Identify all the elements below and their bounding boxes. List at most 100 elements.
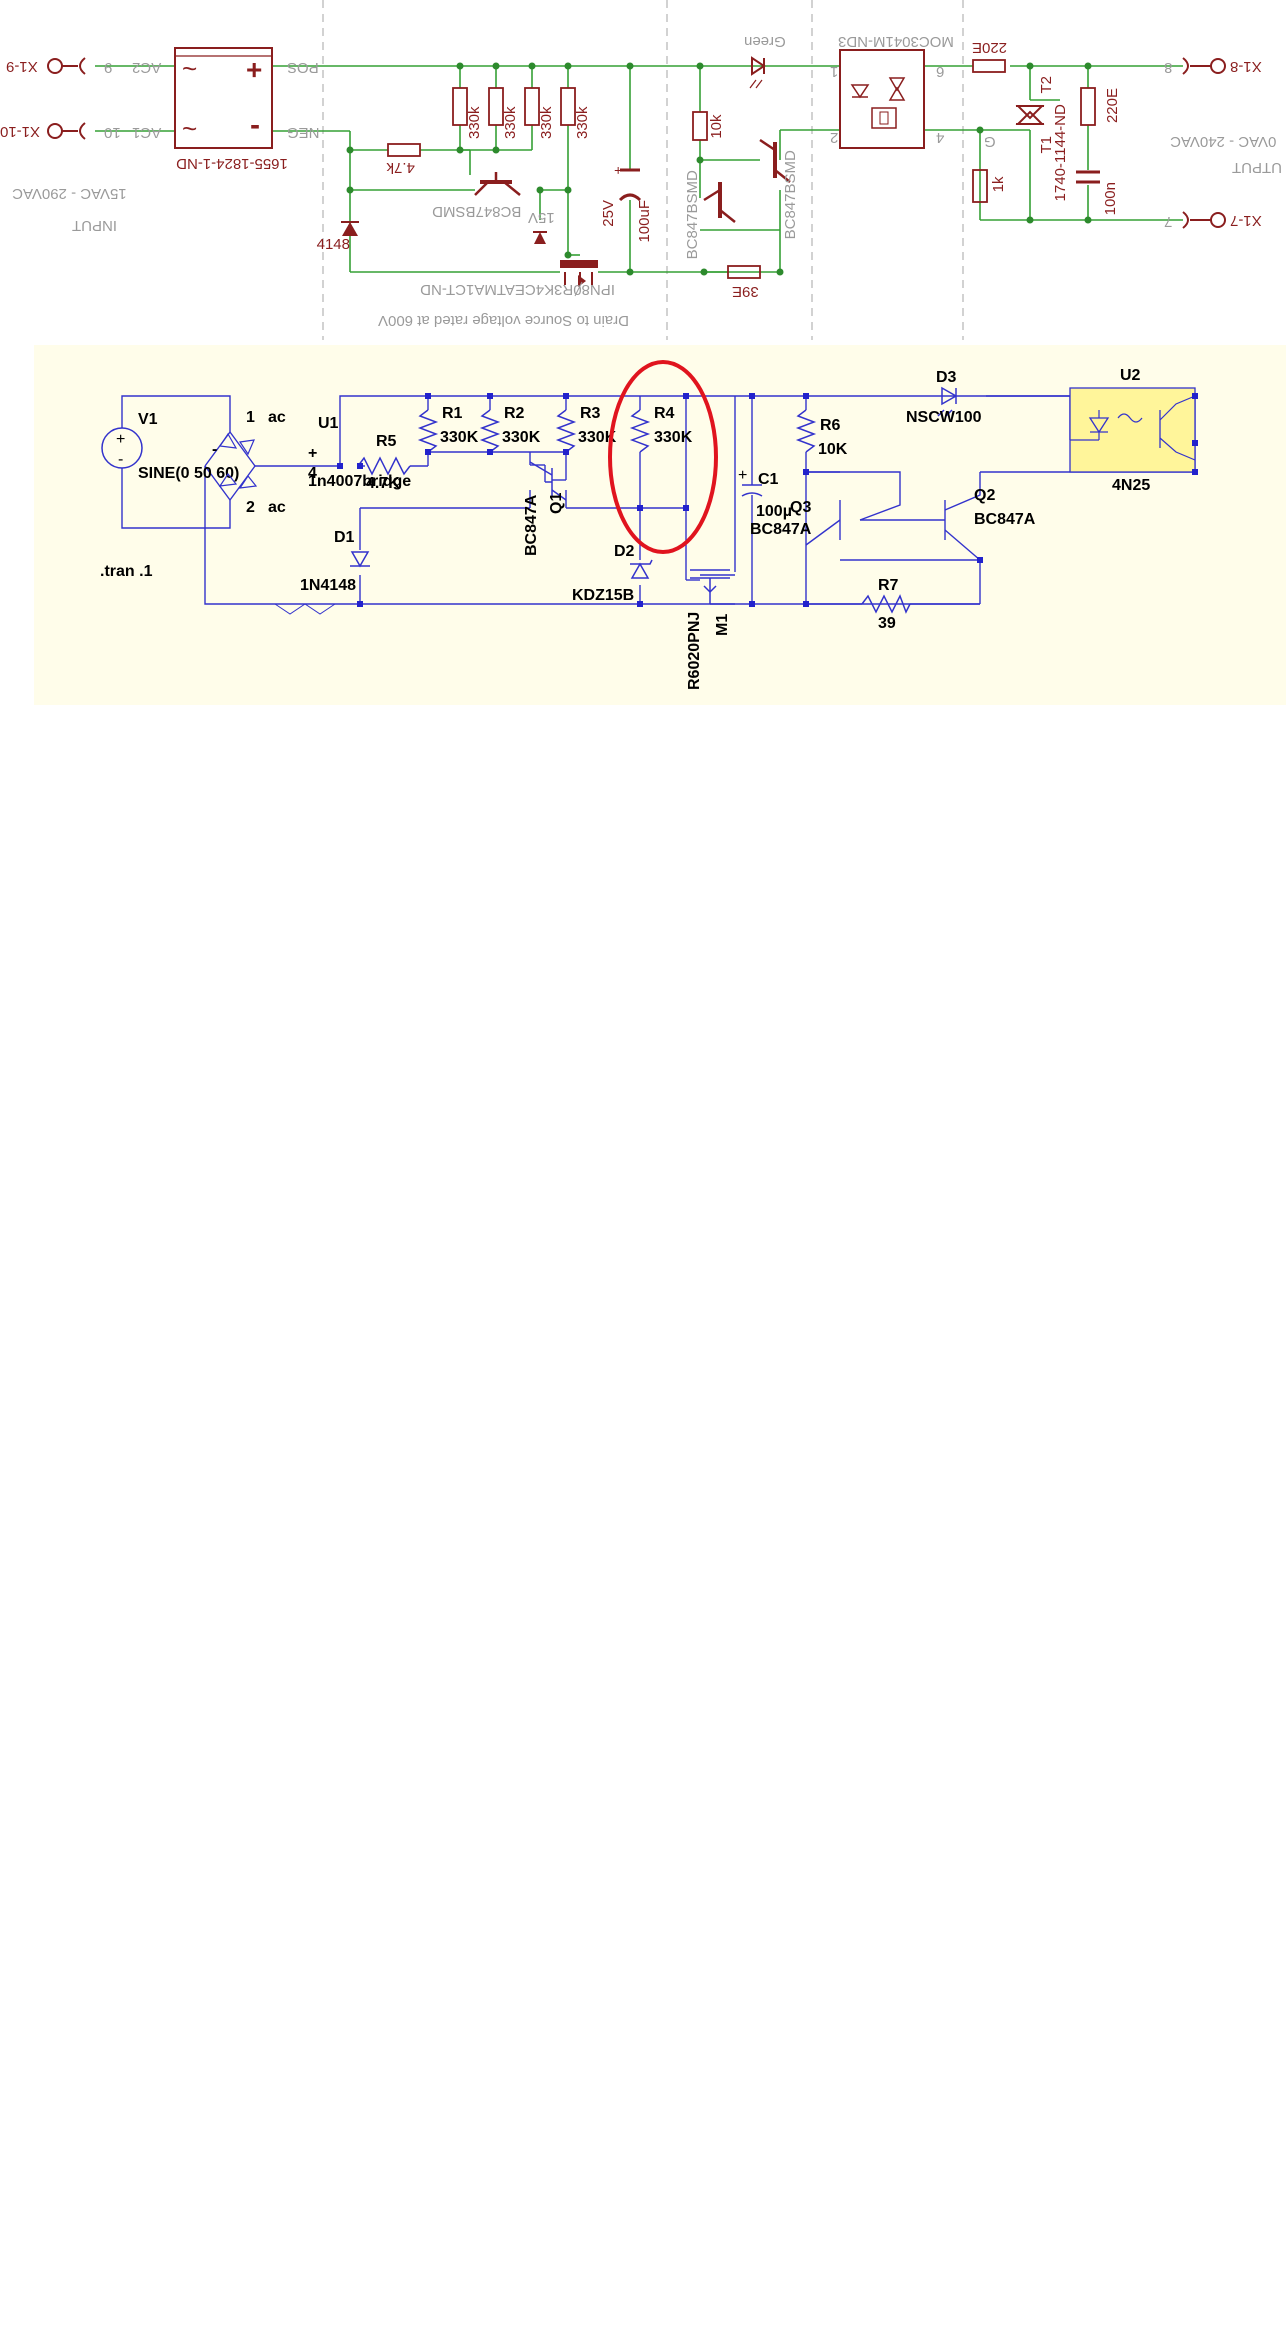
svg-text:~: ~: [182, 114, 197, 144]
label-x1-9: X1-9: [6, 58, 38, 75]
opto-pin1: 1: [830, 63, 838, 80]
cap-voltage: 25V: [600, 200, 617, 227]
eagle-schematic: X1-9 X1-10 9 10 15VAC - 290VAC INPUT ~ ~…: [0, 0, 1282, 340]
transistor-q3: [703, 182, 736, 223]
svg-text:+: +: [246, 55, 262, 86]
triac-gate: G: [984, 133, 996, 150]
spice-schematic: + - V1 SINE(0 50 60) .tran .1 1 ac - + 4…: [34, 345, 1286, 705]
transistor-q2-label: BC847BSMD: [782, 150, 799, 239]
diode-4148-label: 4148: [317, 236, 350, 253]
resistor-r5: [357, 456, 411, 476]
spice-wires: [121, 395, 1196, 605]
r5-label: R5: [376, 433, 397, 450]
transistor-q2: [759, 138, 791, 183]
svg-text:1: 1: [246, 409, 255, 426]
q2-label: Q2: [974, 487, 995, 504]
capacitor-c1: [741, 484, 763, 497]
triac-label: 1740-1144-ND: [1052, 104, 1069, 201]
svg-text:ac: ac: [268, 409, 286, 426]
output-label: UTPUT: [1232, 159, 1282, 176]
bridge-pos: POS: [287, 59, 319, 76]
r7-label: R7: [878, 577, 899, 594]
r-39e: [727, 265, 761, 279]
section-dividers: [322, 0, 964, 340]
bridge-ac2: AC2: [132, 59, 161, 76]
triac-t2: T2: [1038, 76, 1055, 94]
svg-text:~: ~: [182, 54, 197, 84]
cap-100n-label: 100n: [1102, 182, 1119, 215]
svg-text:-: -: [118, 451, 123, 468]
r-220e-series-label: 220E: [972, 39, 1007, 56]
bridge-neg: NEG: [287, 124, 320, 141]
v1-value: SINE(0 50 60): [138, 465, 239, 482]
opto-pin2: 2: [830, 129, 838, 146]
zener-label: 15V: [528, 209, 555, 226]
r6-value: 10K: [818, 441, 848, 458]
q1-label: Q1: [548, 493, 565, 514]
r-1k-label: 1k: [990, 176, 1007, 192]
connector-x1-9: [47, 57, 86, 75]
led-label: Green: [744, 33, 786, 50]
r-10k: [692, 111, 708, 141]
d1-label: D1: [334, 529, 355, 546]
triac-1740: [1015, 105, 1045, 125]
transistor-q3-label: BC847BSMD: [684, 170, 701, 259]
r5-value: 4.7K: [366, 475, 400, 492]
mosfet-m1: [690, 569, 730, 604]
c1-value: 100µ: [756, 503, 792, 520]
led-green: [749, 56, 766, 89]
svg-text:2: 2: [246, 499, 255, 516]
cap-100n: [1076, 170, 1100, 184]
resistor-r6: [795, 409, 817, 453]
u2-part: 4N25: [1112, 477, 1150, 494]
r4-label: R4: [654, 405, 675, 422]
output-rating: 0VAC - 240VAC: [1170, 133, 1276, 150]
q3-label: Q3: [790, 499, 811, 516]
c1-label: C1: [758, 471, 779, 488]
svg-text:+: +: [116, 431, 125, 448]
r-330k-2: 330k: [502, 106, 519, 139]
svg-text:+: +: [614, 163, 622, 179]
highlight-ellipse: [608, 360, 718, 554]
r-10k-label: 10k: [708, 114, 725, 139]
r-39e-label: 39E: [732, 283, 759, 300]
r2-value: 330K: [502, 429, 541, 446]
zener-15v: [533, 231, 547, 244]
r-1k: [972, 169, 988, 203]
u2-label: U2: [1120, 367, 1141, 384]
u1-part: 1n4007bridge: [308, 473, 411, 490]
m1-label: M1: [714, 614, 731, 636]
d3-part: NSCW100: [906, 409, 982, 426]
led-d3: [937, 386, 958, 417]
r-4-7k-label: 4.7k: [386, 159, 415, 176]
eagle-wires: [95, 65, 1165, 273]
connector-x1-10: [47, 122, 86, 140]
d2-part: KDZ15B: [572, 587, 634, 604]
transistor-q1-label: BC847BSMD: [432, 203, 521, 220]
r-4-7k: [387, 143, 421, 157]
label-pin8: 8: [1164, 59, 1172, 76]
opto-label: MOC3041M-ND3: [838, 33, 954, 50]
eagle-resistor-bank: [452, 87, 576, 126]
r-220e-series: [972, 59, 1006, 73]
r-330k-4: 330k: [574, 106, 591, 139]
bridge-u1: [218, 432, 258, 489]
svg-text:4: 4: [308, 465, 317, 482]
r7-value: 39: [878, 615, 896, 632]
d2-label: D2: [614, 543, 635, 560]
r3-label: R3: [580, 405, 601, 422]
svg-text:-: -: [212, 441, 217, 458]
label-x1-8: X1-8: [1230, 58, 1262, 75]
v1-label: V1: [138, 411, 158, 428]
r-330k-3: 330k: [538, 106, 555, 139]
r-220e-snubber-label: 220E: [1104, 88, 1121, 123]
zener-d2: [630, 559, 653, 579]
svg-text:-: -: [250, 112, 260, 145]
m1-part: R6020PNJ: [686, 612, 703, 690]
resistors-r1-r4: [417, 409, 651, 453]
cap-value: 100uF: [636, 200, 653, 243]
input-label: INPUT: [72, 217, 117, 234]
connector-x1-7: [1182, 211, 1226, 229]
bridge-minus-trace: [274, 603, 336, 615]
opto-pin6: 6: [936, 63, 944, 80]
